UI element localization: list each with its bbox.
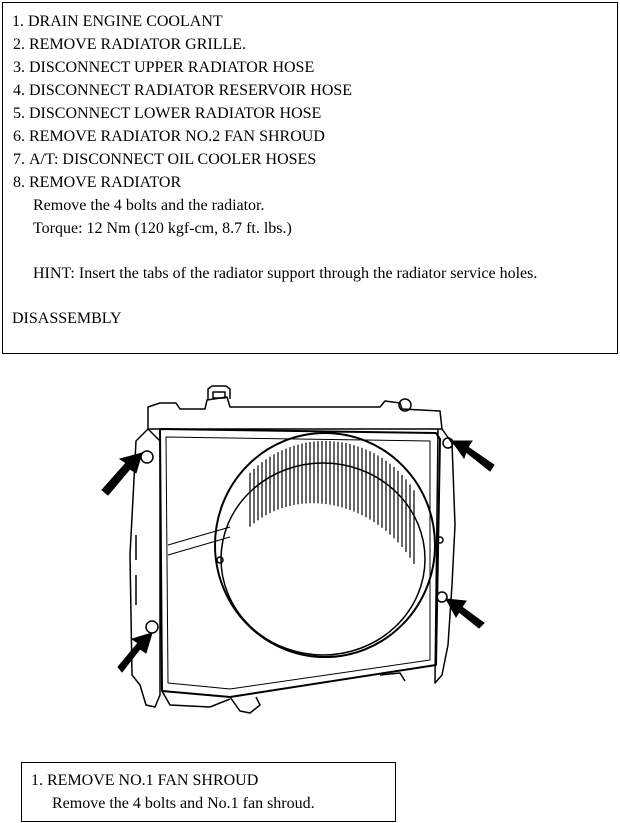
step-8-torque: Torque: 12 Nm (120 kgf-cm, 8.7 ft. lbs.) bbox=[33, 220, 292, 237]
radiator-diagram bbox=[101, 385, 495, 714]
filler-cap bbox=[207, 385, 231, 400]
arrow-lower-left bbox=[117, 632, 153, 673]
step-label: REMOVE RADIATOR bbox=[29, 174, 182, 191]
step-6: 6. REMOVE RADIATOR NO.2 FAN SHROUD bbox=[12, 125, 617, 148]
step-number: 4. bbox=[13, 82, 25, 99]
bolt-lower-right bbox=[436, 591, 448, 603]
step-number: 8. bbox=[13, 174, 25, 191]
step-7: 7. A/T: DISCONNECT OIL COOLER HOSES bbox=[12, 148, 617, 171]
step-number: 1. bbox=[31, 772, 43, 789]
arrow-upper-left bbox=[101, 452, 143, 496]
step-label: DISCONNECT RADIATOR RESERVOIR HOSE bbox=[29, 82, 353, 99]
bolt-lower-left bbox=[145, 620, 159, 634]
step-4: 4. DISCONNECT RADIATOR RESERVOIR HOSE bbox=[12, 79, 617, 102]
step-number: 5. bbox=[13, 105, 25, 122]
step-number: 7. bbox=[13, 151, 25, 168]
upper-bracket bbox=[147, 396, 443, 430]
step-number: 2. bbox=[13, 36, 25, 53]
right-tank bbox=[434, 428, 456, 684]
bolt-upper-left bbox=[140, 450, 154, 464]
spacer bbox=[12, 240, 617, 262]
disassembly-step-1: 1. REMOVE NO.1 FAN SHROUD bbox=[31, 769, 395, 792]
step-label: DRAIN ENGINE COOLANT bbox=[28, 13, 223, 30]
step-8: 8. REMOVE RADIATOR bbox=[12, 171, 617, 194]
step-8-hint: HINT: Insert the tabs of the radiator su… bbox=[33, 265, 538, 282]
step-label: REMOVE RADIATOR GRILLE. bbox=[29, 36, 247, 53]
step-8-instruction: Remove the 4 bolts and the radiator. bbox=[33, 197, 265, 214]
disassembly-box: 1. REMOVE NO.1 FAN SHROUD Remove the 4 b… bbox=[21, 762, 396, 822]
arrow-lower-right bbox=[445, 598, 485, 629]
filler-neck bbox=[212, 391, 226, 399]
step-label: REMOVE RADIATOR NO.2 FAN SHROUD bbox=[29, 128, 325, 145]
lower-bracket bbox=[161, 690, 261, 714]
step-label: A/T: DISCONNECT OIL COOLER HOSES bbox=[29, 151, 317, 168]
step-1: 1. DRAIN ENGINE COOLANT bbox=[12, 10, 617, 33]
radiator-core bbox=[249, 441, 415, 564]
arrow-upper-right bbox=[451, 440, 495, 472]
fan-opening bbox=[214, 432, 436, 658]
step-5: 5. DISCONNECT LOWER RADIATOR HOSE bbox=[12, 102, 617, 125]
disassembly-instruction: Remove the 4 bolts and No.1 fan shroud. bbox=[52, 795, 315, 812]
section-title: DISASSEMBLY bbox=[12, 310, 122, 327]
step-number: 6. bbox=[13, 128, 25, 145]
spacer bbox=[12, 285, 617, 307]
step-3: 3. DISCONNECT UPPER RADIATOR HOSE bbox=[12, 56, 617, 79]
step-label: REMOVE NO.1 FAN SHROUD bbox=[47, 772, 259, 789]
step-label: DISCONNECT UPPER RADIATOR HOSE bbox=[29, 59, 315, 76]
step-label: DISCONNECT LOWER RADIATOR HOSE bbox=[29, 105, 322, 122]
step-number: 3. bbox=[13, 59, 25, 76]
step-2: 2. REMOVE RADIATOR GRILLE. bbox=[12, 33, 617, 56]
left-tank bbox=[129, 428, 161, 708]
instruction-box: 1. DRAIN ENGINE COOLANT 2. REMOVE RADIAT… bbox=[2, 2, 618, 354]
fan-shroud bbox=[159, 428, 441, 698]
step-number: 1. bbox=[12, 13, 24, 30]
